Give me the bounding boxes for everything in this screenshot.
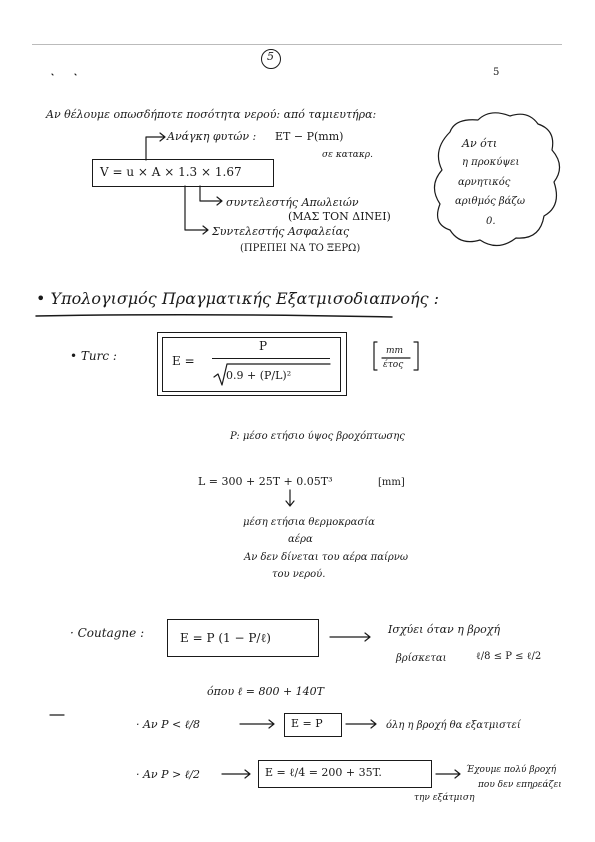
turc-radical: [213, 363, 331, 386]
cloud-line-5: 0.: [486, 216, 496, 227]
case2-note-2: που δεν επηρεάζει: [478, 780, 562, 790]
l-units: [mm]: [378, 477, 405, 488]
case2-box: [258, 760, 432, 788]
circled-page-number: [261, 49, 281, 69]
scribble-mark: [51, 73, 77, 76]
turc-units-num: mm: [386, 346, 404, 356]
turc-numerator: P: [259, 339, 268, 353]
safety-note: (ΠΡΕΠΕΙ ΝΑ ΤΟ ΞΕΡΩ): [240, 243, 361, 254]
safety-coefficient: Συντελεστής Ασφαλείας: [212, 225, 350, 238]
turc-lhs: E =: [172, 354, 195, 368]
case2-note-3: την εξάτμιση: [414, 793, 475, 803]
arrow-case2-b: [435, 769, 461, 779]
coutagne-validity-range: ℓ/8 ≤ P ≤ ℓ/2: [476, 651, 542, 662]
case1-note: όλη η βροχή θα εξατμιστεί: [386, 720, 521, 731]
plant-needs-label: Ανάγκη φυτών :: [167, 130, 257, 143]
volume-formula-box: [92, 159, 274, 187]
arrow-losses: [199, 185, 223, 206]
case1-condition: · Αν P < ℓ/8: [136, 718, 201, 731]
coutagne-validity-2: βρίσκεται: [396, 653, 447, 664]
coutagne-label: · Coutagne :: [70, 626, 145, 640]
t-definition-1: μέση ετήσια θερμοκρασία: [243, 517, 375, 528]
turc-denominator: 0.9 + (P/L)²: [226, 369, 292, 382]
coutagne-validity-1: Ισχύει όταν η βροχή: [388, 623, 501, 636]
circled-number-text: 5: [267, 50, 274, 63]
turc-units-den: έτος: [383, 360, 404, 370]
coutagne-formula: E = P (1 − P/ℓ): [180, 631, 271, 645]
page-number: 5: [493, 67, 500, 78]
turc-units: [373, 341, 419, 371]
arrow-case1-a: [239, 719, 275, 729]
losses-coefficient: συντελεστής Απωλειών: [226, 196, 359, 209]
water-need-bullet: Αν θέλουμε οπωσδήποτε ποσότητα νερού: απ…: [46, 108, 377, 121]
t-definition-3: Αν δεν δίνεται του αέρα παίρνω: [244, 552, 408, 563]
turc-label: • Turc :: [70, 349, 117, 363]
t-definition-4: του νερού.: [272, 569, 326, 580]
plant-needs-expr: ET − P(mm): [275, 130, 344, 143]
case2-note-1: Έχουμε πολύ βροχή: [466, 765, 557, 775]
case2-condition: · Αν P > ℓ/2: [136, 768, 201, 781]
arrow-case1-b: [345, 719, 377, 729]
losses-note: (ΜΑΣ ΤΟΝ ΔΙΝΕΙ): [288, 210, 391, 223]
section-title: • Υπολογισμός Πραγματικής Εξατμισοδιαπνο…: [36, 289, 440, 308]
case1-box: [284, 713, 342, 737]
cloud-outline: [433, 112, 561, 247]
arrow-coutagne: [329, 632, 371, 642]
volume-formula: V = u × A × 1.3 × 1.67: [100, 165, 242, 179]
arrow-case2-a: [221, 769, 251, 779]
section-underline: [35, 313, 393, 318]
p-definition: P: μέσο ετήσιο ύψος βροχόπτωσης: [230, 431, 405, 442]
turc-fraction-bar: [212, 358, 330, 360]
top-rule: [32, 44, 562, 45]
turc-outer-box: [157, 332, 347, 396]
t-definition-2: αέρα: [288, 534, 313, 545]
cloud-line-2: η προκύψει: [462, 157, 520, 168]
cloud-line-3: αρνητικός: [458, 177, 511, 188]
arrow-safety: [184, 185, 209, 235]
arrow-plant-needs: [145, 132, 166, 161]
annual-note: σε κατακρ.: [322, 150, 373, 160]
arrow-l-to-t: [285, 489, 295, 507]
turc-inner-box: [162, 337, 341, 392]
l-formula: L = 300 + 25T + 0.05T³: [198, 475, 333, 488]
cloud-line-4: αριθμός βάζω: [455, 196, 525, 207]
case2-formula: E = ℓ/4 = 200 + 35T.: [265, 766, 382, 779]
coutagne-box: [167, 619, 319, 657]
cloud-line-1: Αν ότι: [462, 137, 498, 150]
case1-formula: E = P: [291, 717, 323, 730]
ell-definition: όπου ℓ = 800 + 140T: [207, 685, 324, 698]
